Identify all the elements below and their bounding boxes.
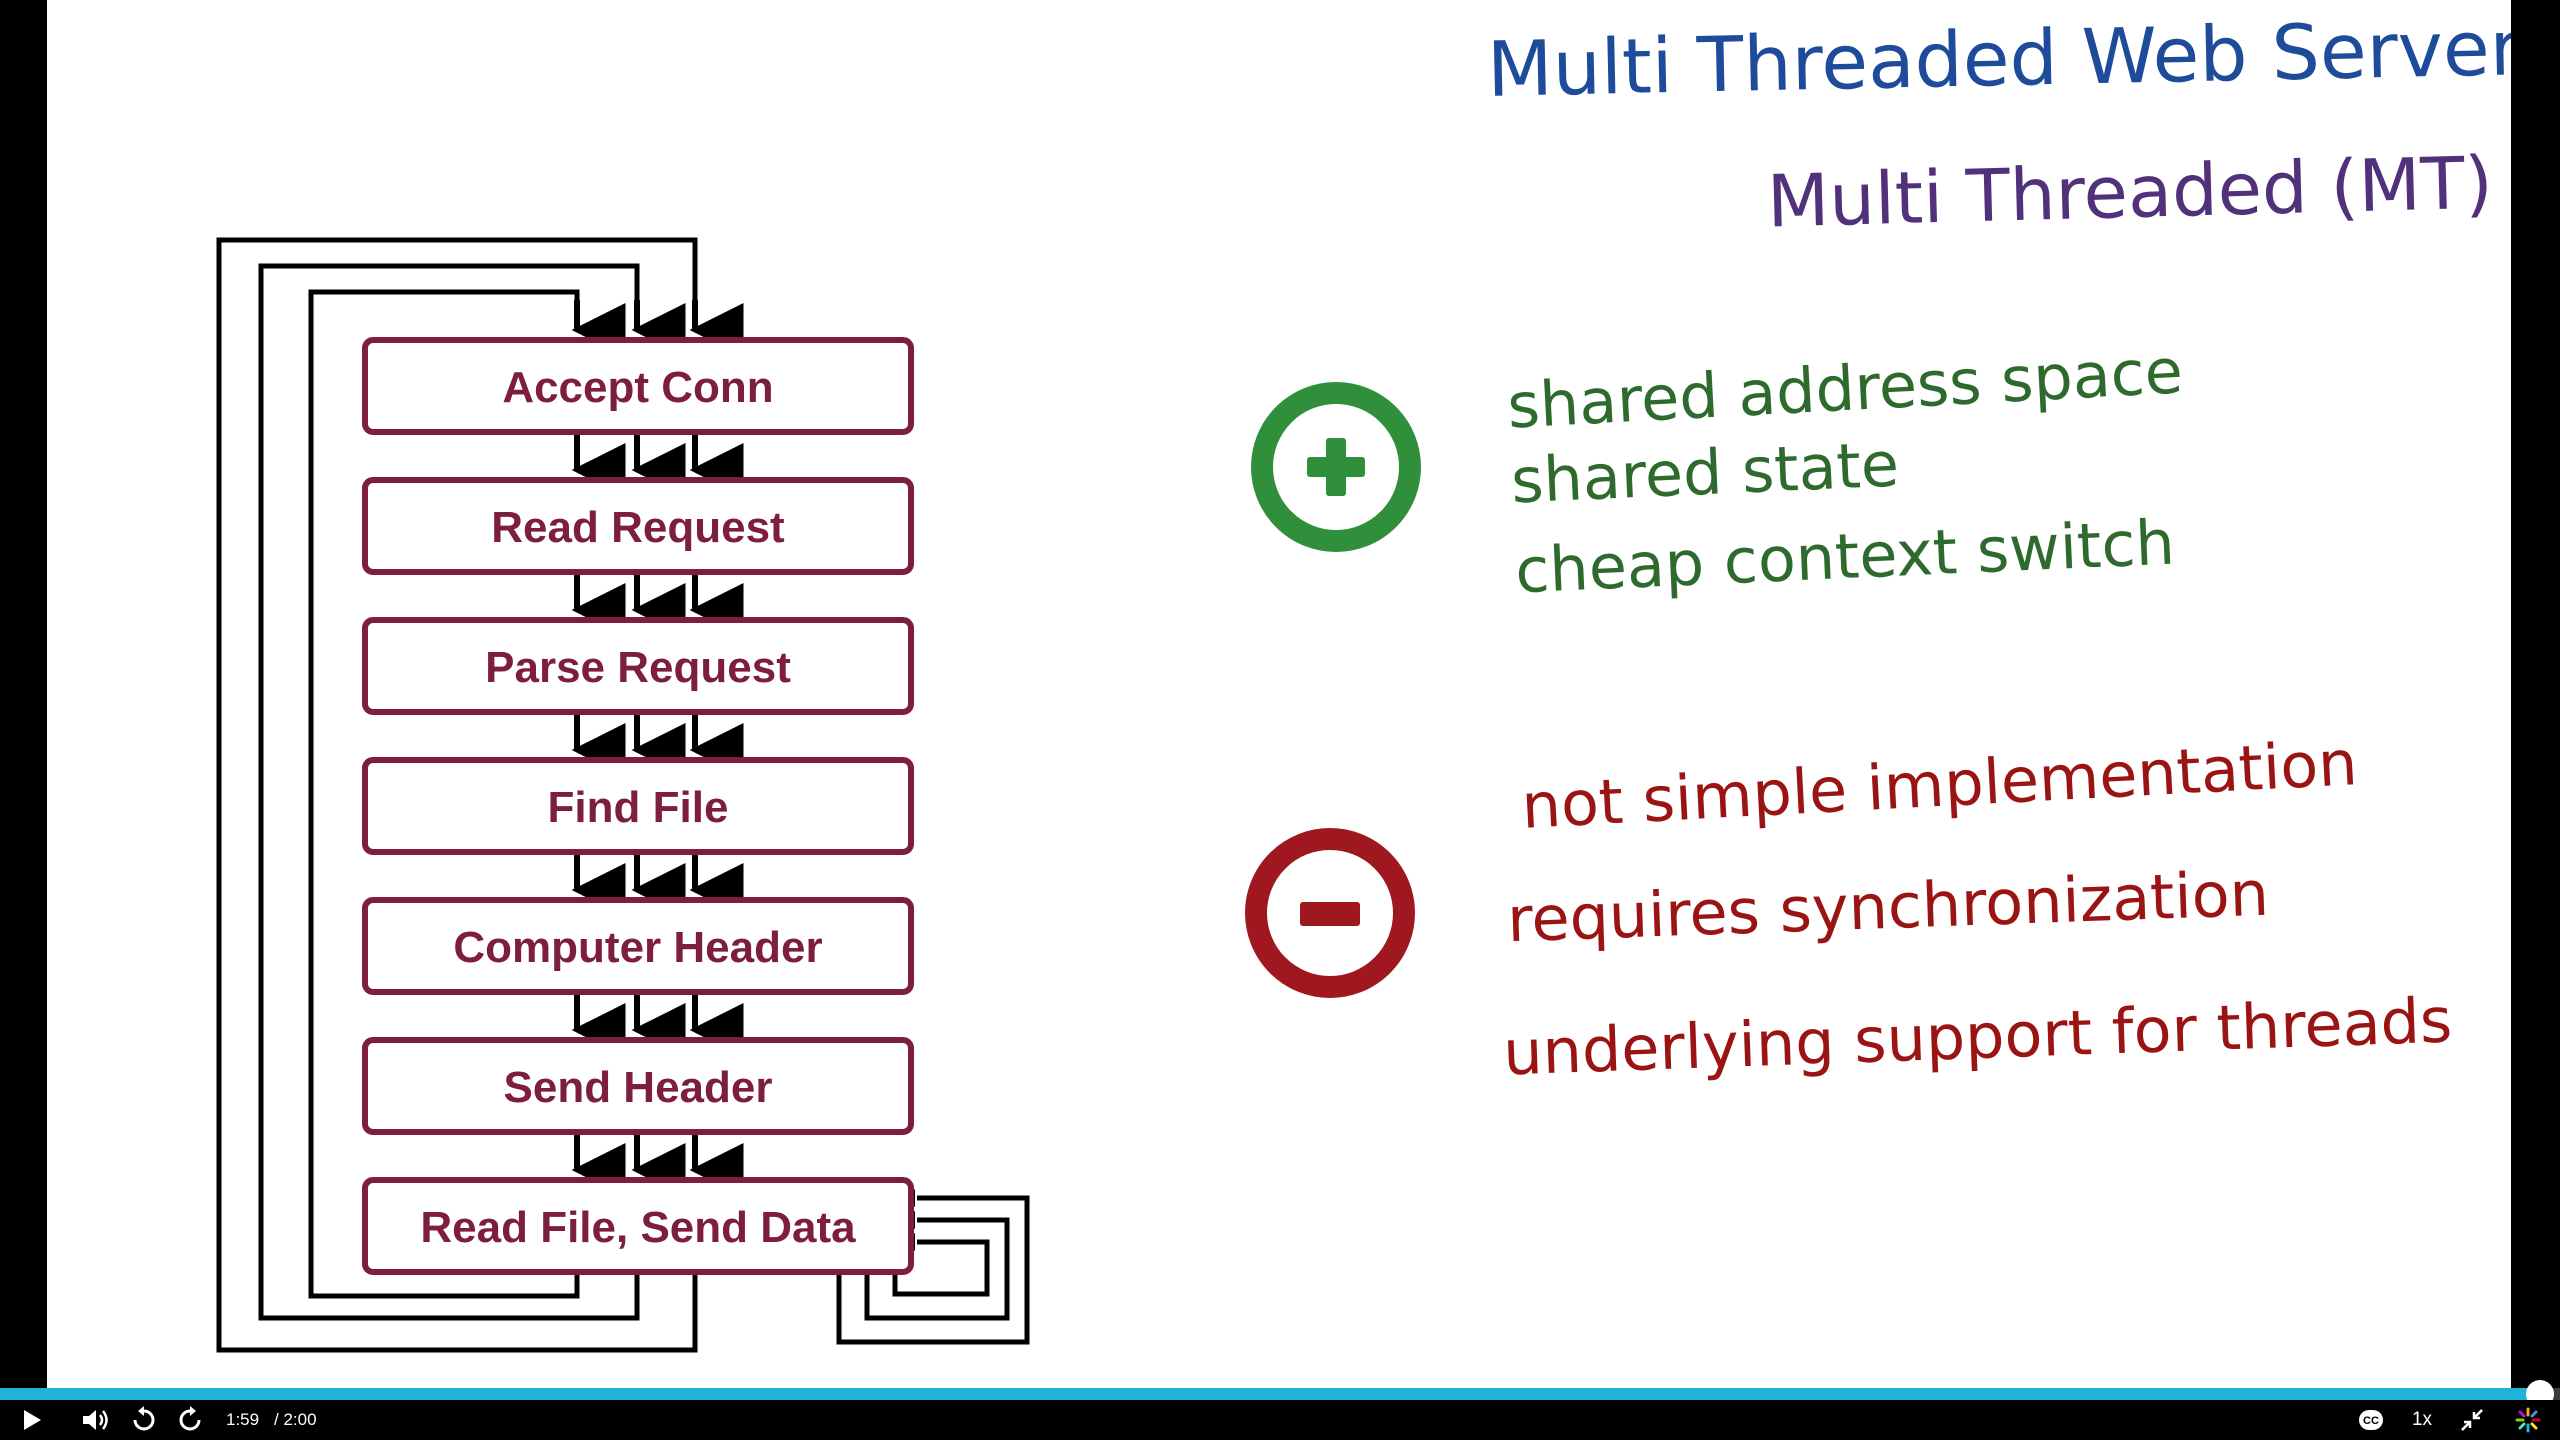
current-time: 1:59 xyxy=(226,1410,260,1429)
self-loop-line xyxy=(836,1195,1030,1345)
loop-back-line xyxy=(308,289,580,1299)
step-label: Parse Request xyxy=(485,643,791,692)
step-box xyxy=(362,757,914,855)
forward-icon xyxy=(179,1406,201,1431)
speed-button[interactable]: 1x xyxy=(2411,1409,2433,1430)
step-box xyxy=(362,337,914,435)
exit-fullscreen-button[interactable] xyxy=(2454,1400,2490,1440)
con-item: requires synchronization xyxy=(1505,856,2271,957)
step-label: Read File, Send Data xyxy=(420,1203,856,1252)
loop-back-line xyxy=(216,237,698,1353)
step-box xyxy=(362,1177,914,1275)
exit-fullscreen-icon xyxy=(2461,1409,2483,1431)
step-label: Computer Header xyxy=(453,923,822,972)
step-label: Accept Conn xyxy=(502,363,773,412)
step-box xyxy=(362,1037,914,1135)
loop-back-line xyxy=(258,263,640,1321)
volume-icon xyxy=(83,1410,108,1430)
duration: / 2:00 xyxy=(274,1410,317,1429)
con-item: not simple implementation xyxy=(1519,726,2360,843)
step-box xyxy=(362,477,914,575)
flow-arrows xyxy=(571,300,744,1197)
progress-bar[interactable] xyxy=(0,1380,2560,1408)
step-box xyxy=(362,897,914,995)
closed-captions-button[interactable]: CC xyxy=(2352,1400,2390,1440)
forward-button[interactable] xyxy=(172,1400,208,1440)
loop-lines xyxy=(216,237,1030,1353)
play-button[interactable] xyxy=(14,1400,50,1440)
loading-indicator xyxy=(2510,1400,2546,1440)
pro-item: shared state xyxy=(1509,427,1901,518)
closed-captions-icon: CC xyxy=(2359,1410,2383,1430)
play-icon xyxy=(24,1410,41,1430)
step-label: Read Request xyxy=(491,503,785,552)
self-loop-line xyxy=(892,1239,990,1297)
rewind-button[interactable] xyxy=(126,1400,162,1440)
pro-item: shared address space xyxy=(1505,334,2185,443)
step-box xyxy=(362,617,914,715)
rewind-icon xyxy=(133,1406,155,1431)
spinner-icon xyxy=(2515,1407,2541,1433)
minus-circle-icon xyxy=(1245,828,1415,998)
player-controls: 1:59 / 2:00 CC 1x xyxy=(0,1400,2560,1440)
progress-fill xyxy=(0,1388,2540,1400)
self-loop-line xyxy=(864,1217,1010,1321)
plus-circle-icon xyxy=(1251,382,1421,552)
volume-button[interactable] xyxy=(76,1400,116,1440)
svg-text:CC: CC xyxy=(2363,1415,2379,1427)
slide-title: Multi Threaded Web Server xyxy=(1486,3,2511,114)
pro-item: cheap context switch xyxy=(1513,505,2177,608)
step-label: Find File xyxy=(548,783,729,832)
slide-subtitle: Multi Threaded (MT) xyxy=(1766,140,2494,244)
step-label: Send Header xyxy=(504,1063,773,1112)
con-item: underlying support for threads xyxy=(1502,983,2454,1090)
